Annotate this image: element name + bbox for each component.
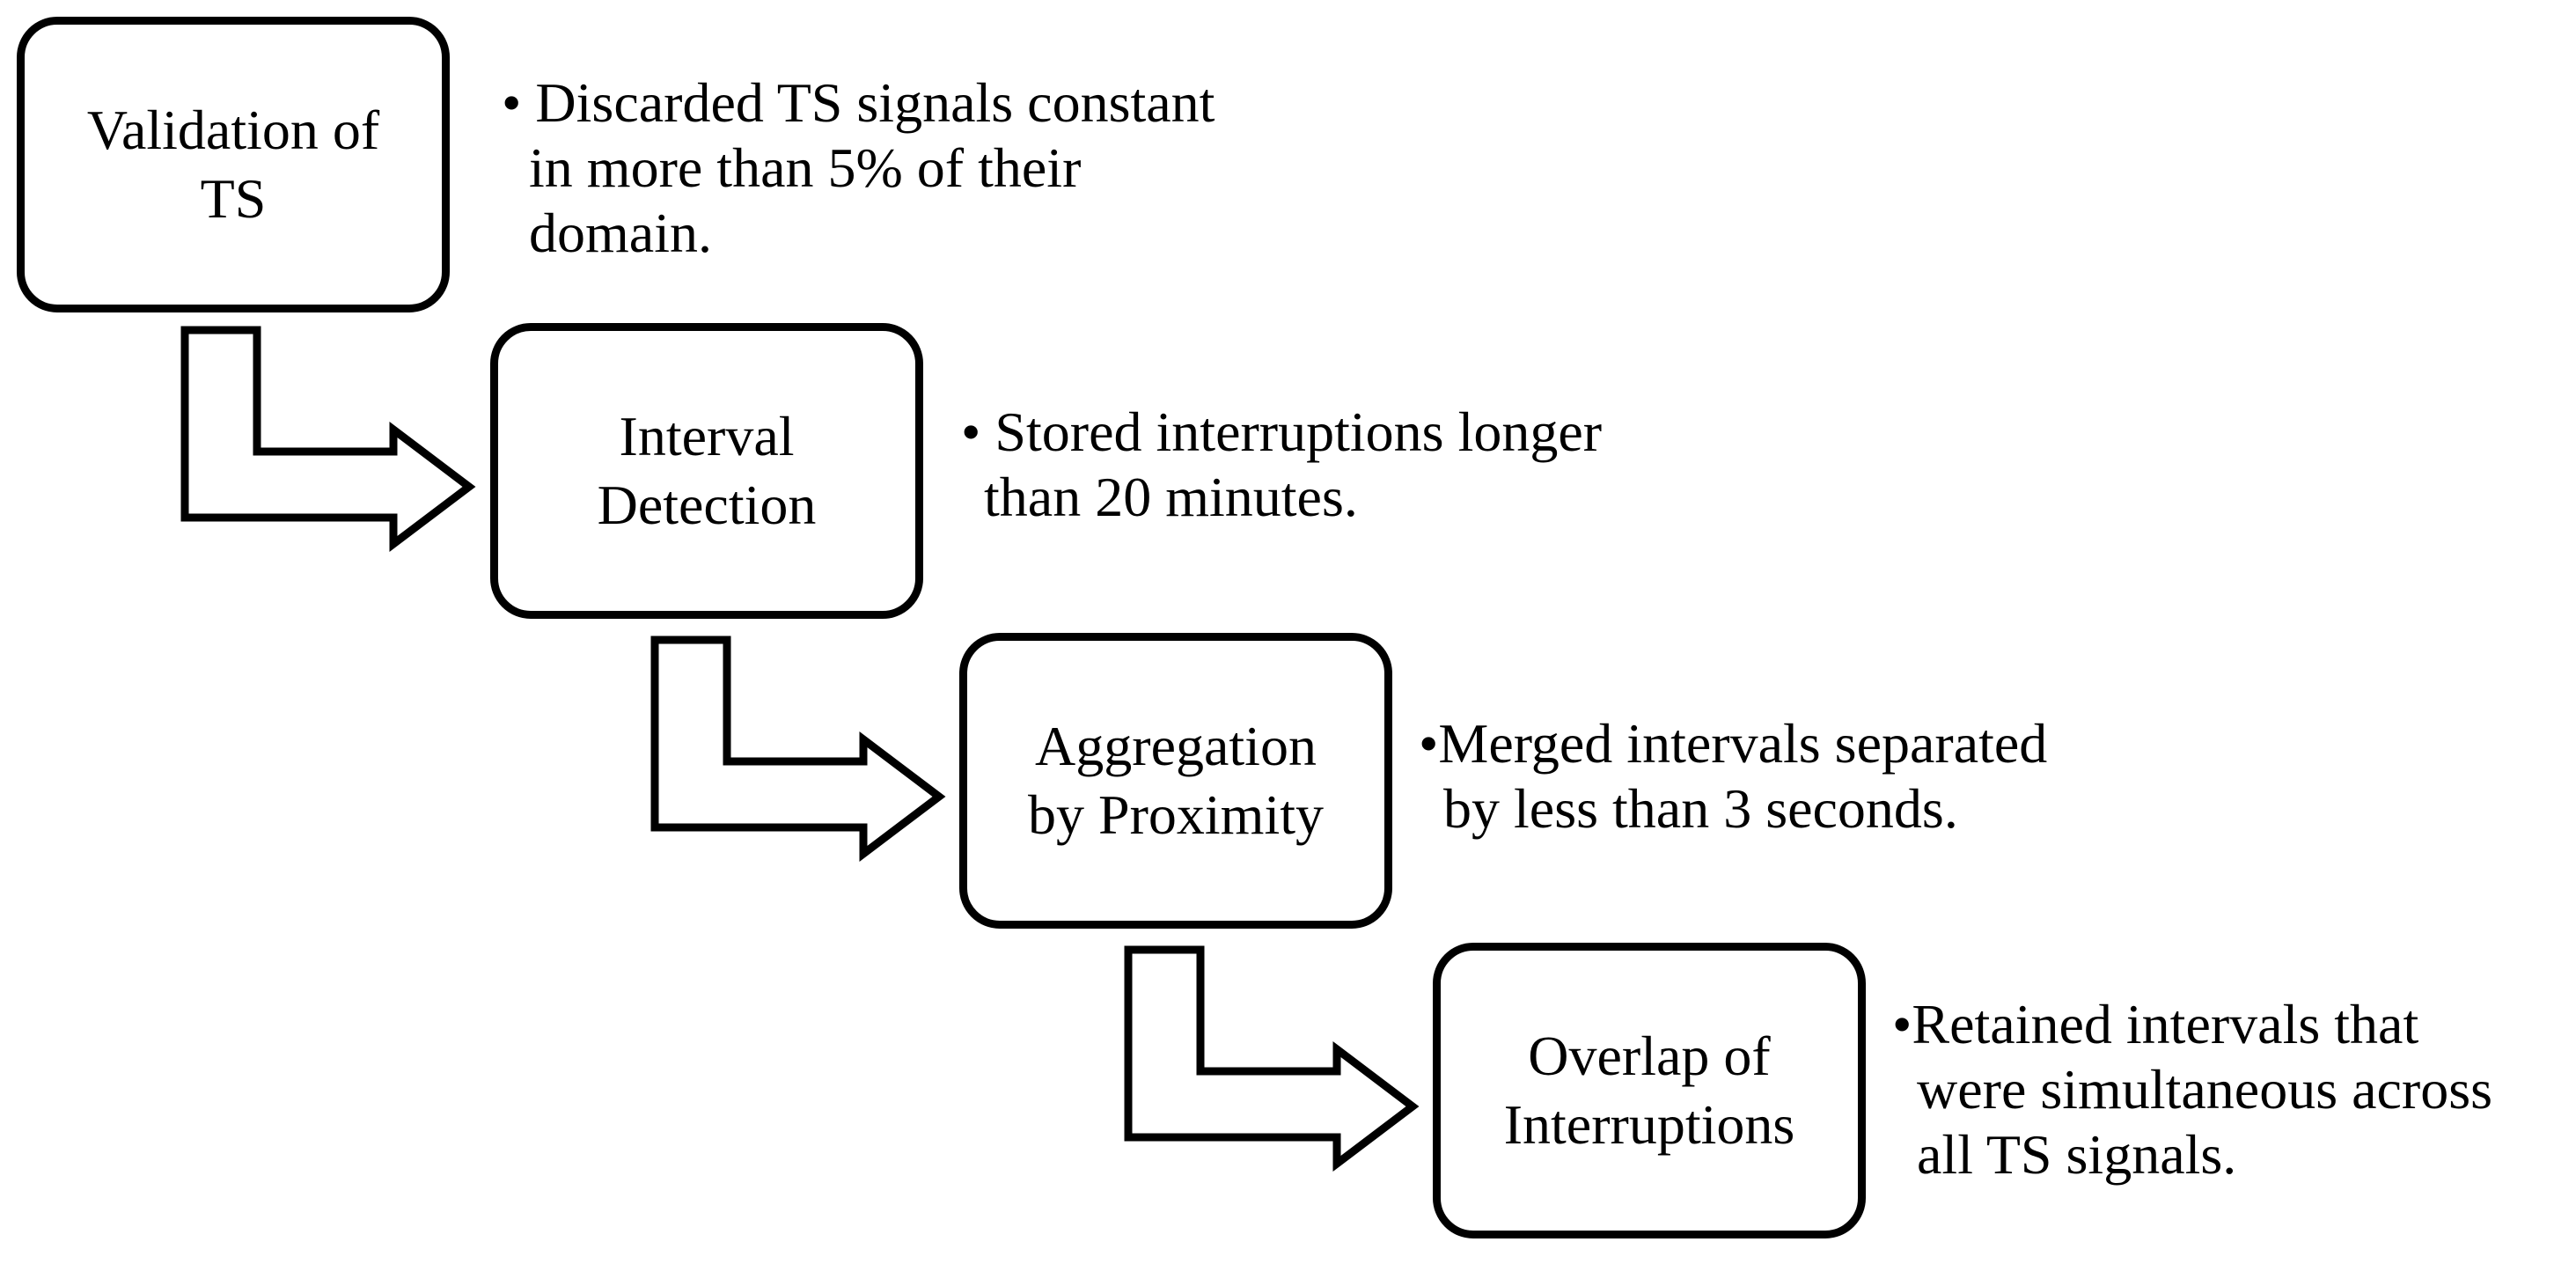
step-box-label: Aggregation by Proximity [1028, 712, 1324, 849]
note-line: all TS signals. [1917, 1123, 2237, 1186]
note-overlap-of-interruptions: •Retained intervals that were simultaneo… [1892, 992, 2492, 1187]
note-line: by less than 3 seconds. [1443, 777, 1958, 840]
note-line: than 20 minutes. [984, 466, 1358, 528]
box-label-line: TS [200, 167, 267, 230]
step-box-aggregation-by-proximity: Aggregation by Proximity [959, 633, 1392, 929]
box-label-line: by Proximity [1027, 783, 1325, 846]
note-line: • Discarded TS signals constant [502, 71, 1215, 134]
step-box-interval-detection: Interval Detection [490, 323, 923, 619]
note-line: • Stored interruptions longer [961, 401, 1603, 463]
bent-arrow-icon [650, 636, 946, 863]
note-validation-of-ts: • Discarded TS signals constant in more … [502, 70, 1215, 266]
box-label-line: Detection [597, 474, 817, 536]
box-label-line: Overlap of [1528, 1025, 1771, 1087]
step-box-label: Validation of TS [87, 96, 379, 233]
step-box-label: Interval Detection [598, 402, 817, 540]
note-line: were simultaneous across [1917, 1058, 2493, 1121]
box-label-line: Aggregation [1035, 715, 1317, 777]
box-label-line: Interruptions [1503, 1093, 1795, 1156]
note-line: •Retained intervals that [1892, 993, 2419, 1055]
note-line: domain. [529, 202, 712, 264]
box-label-line: Interval [619, 405, 795, 467]
step-box-validation-of-ts: Validation of TS [17, 17, 450, 312]
note-line: •Merged intervals separated [1419, 712, 2048, 775]
note-interval-detection: • Stored interruptions longer than 20 mi… [961, 400, 1602, 530]
step-box-overlap-of-interruptions: Overlap of Interruptions [1433, 943, 1866, 1238]
note-line: in more than 5% of their [529, 136, 1082, 199]
step-box-label: Overlap of Interruptions [1504, 1022, 1795, 1159]
bent-arrow-icon [1124, 945, 1420, 1172]
bent-arrow-icon [180, 326, 476, 553]
box-label-line: Validation of [86, 99, 380, 161]
note-aggregation-by-proximity: •Merged intervals separated by less than… [1419, 711, 2047, 841]
